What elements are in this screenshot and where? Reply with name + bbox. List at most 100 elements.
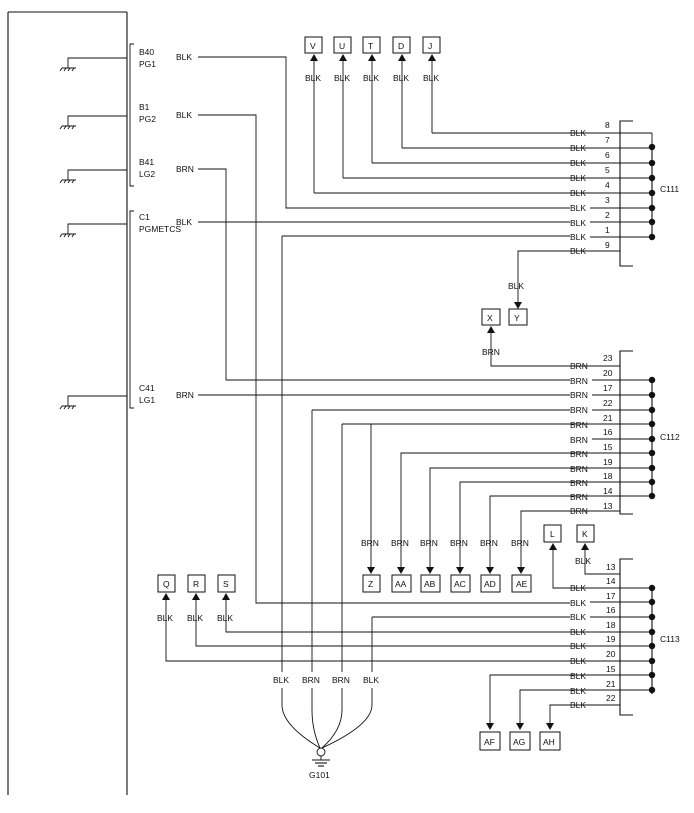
ref-ad: BRN AD xyxy=(480,495,592,593)
svg-text:AA: AA xyxy=(395,579,407,589)
svg-text:BLK: BLK xyxy=(334,73,350,83)
ref-t: T BLK xyxy=(362,36,590,164)
pin-number: B1 xyxy=(139,102,150,112)
svg-text:BLK: BLK xyxy=(570,686,586,696)
ref-ah: AH xyxy=(539,704,590,751)
svg-text:T: T xyxy=(368,41,373,51)
svg-text:19: 19 xyxy=(603,457,613,467)
svg-text:17: 17 xyxy=(603,383,613,393)
svg-text:BRN: BRN xyxy=(570,449,588,459)
ref-aa: BRN AA xyxy=(391,452,592,593)
svg-text:BRN: BRN xyxy=(482,347,500,357)
svg-text:15: 15 xyxy=(603,442,613,452)
wire-color-label: BLK xyxy=(176,217,192,227)
module-pin-c1: C1 PGMETCS BLK xyxy=(139,212,192,234)
svg-text:BLK: BLK xyxy=(305,73,321,83)
svg-text:BLK: BLK xyxy=(575,556,591,566)
pin-function: PG2 xyxy=(139,114,156,124)
svg-text:22: 22 xyxy=(603,398,613,408)
wire-color-label: BRN xyxy=(176,164,194,174)
svg-text:19: 19 xyxy=(606,634,616,644)
svg-text:BLK: BLK xyxy=(217,613,233,623)
svg-text:BLK: BLK xyxy=(273,675,289,685)
svg-text:BLK: BLK xyxy=(363,73,379,83)
svg-text:14: 14 xyxy=(603,486,613,496)
bottom-refs: AF AG AH xyxy=(479,674,590,751)
module-pin-b41: B41 LG2 BRN xyxy=(139,157,194,179)
module-pin-b1: B1 PG2 BLK xyxy=(139,102,192,124)
ref-x: X xyxy=(487,313,493,323)
wire-color-label: BLK xyxy=(176,52,192,62)
svg-text:BRN: BRN xyxy=(570,492,588,502)
refs-x-y: BLK Y X BRN xyxy=(481,250,592,367)
connector-label: C112 xyxy=(660,432,680,442)
wire-color-label: BLK xyxy=(176,110,192,120)
svg-text:BRN: BRN xyxy=(570,435,588,445)
ref-k: K xyxy=(582,529,588,539)
svg-text:8: 8 xyxy=(605,120,610,130)
module-pin-c41: C41 LG1 BRN xyxy=(139,383,194,405)
svg-text:AE: AE xyxy=(516,579,528,589)
svg-text:BLK: BLK xyxy=(423,73,439,83)
svg-text:13: 13 xyxy=(603,501,613,511)
ref-af: AF xyxy=(479,674,590,751)
module-wires xyxy=(198,56,570,604)
svg-text:BRN: BRN xyxy=(302,675,320,685)
ref-ag: AG xyxy=(509,689,590,751)
svg-text:BLK: BLK xyxy=(187,613,203,623)
svg-text:V: V xyxy=(310,41,316,51)
pin-function: LG2 xyxy=(139,169,155,179)
ref-s: S BLK xyxy=(217,574,590,633)
svg-text:22: 22 xyxy=(606,693,616,703)
svg-text:BLK: BLK xyxy=(570,671,586,681)
svg-text:AF: AF xyxy=(484,737,495,747)
svg-text:D: D xyxy=(398,41,404,51)
svg-text:AD: AD xyxy=(484,579,496,589)
module-pin-b40: B40 PG1 BLK xyxy=(139,47,192,69)
svg-text:S: S xyxy=(223,579,229,589)
ref-j: J BLK xyxy=(422,36,590,134)
svg-text:BLK: BLK xyxy=(570,232,586,242)
svg-text:BRN: BRN xyxy=(570,478,588,488)
svg-text:J: J xyxy=(428,41,432,51)
ground-g101: BLK BRN BRN BLK G101 xyxy=(273,235,570,780)
svg-text:17: 17 xyxy=(606,591,616,601)
ref-l: L xyxy=(550,529,555,539)
svg-text:BRN: BRN xyxy=(570,405,588,415)
svg-text:6: 6 xyxy=(605,150,610,160)
svg-text:BLK: BLK xyxy=(570,218,586,228)
connector-label: C111 xyxy=(660,184,679,194)
svg-text:23: 23 xyxy=(603,353,613,363)
svg-text:20: 20 xyxy=(603,368,613,378)
svg-text:BLK: BLK xyxy=(570,203,586,213)
wire-color-label: BRN xyxy=(176,390,194,400)
ref-v: V BLK xyxy=(304,36,323,193)
svg-text:BRN: BRN xyxy=(480,538,498,548)
svg-text:BLK: BLK xyxy=(393,73,409,83)
svg-text:AH: AH xyxy=(543,737,555,747)
svg-text:16: 16 xyxy=(603,427,613,437)
pin-function: PG1 xyxy=(139,59,156,69)
